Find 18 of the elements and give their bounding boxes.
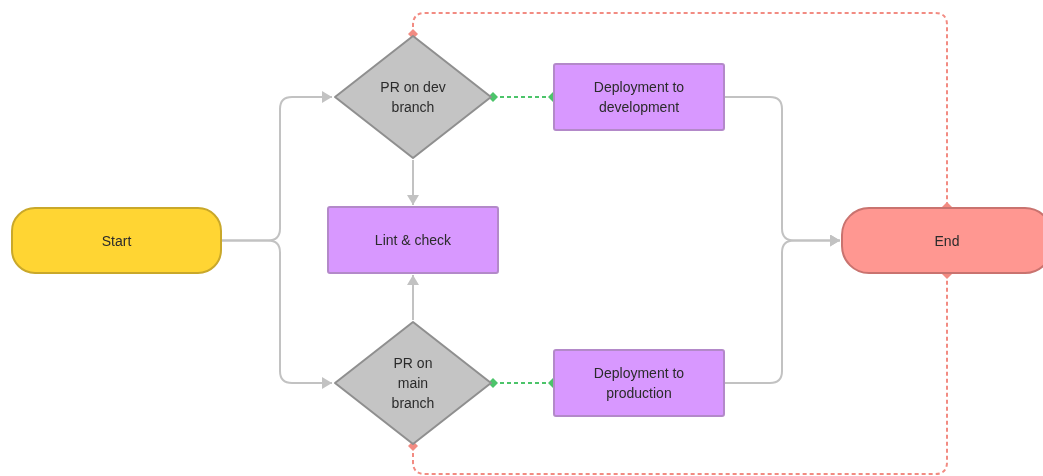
decision-diamond	[333, 34, 493, 160]
node-label: PR on dev branch	[379, 78, 447, 117]
node-label: Deployment to development	[592, 78, 686, 117]
process-box	[553, 349, 725, 417]
arrow	[221, 239, 333, 389]
node-label: Start	[101, 231, 132, 251]
node-label: End	[934, 231, 960, 251]
arrow	[407, 274, 419, 321]
arrow	[407, 159, 419, 206]
start-terminal	[11, 207, 222, 274]
process-box	[327, 206, 499, 274]
node-label: PR on main branch	[390, 354, 436, 413]
end-terminal	[841, 207, 1043, 274]
node-label: Lint & check	[374, 231, 452, 250]
node-label: Deployment to production	[592, 364, 686, 403]
process-box	[553, 63, 725, 131]
decision-diamond	[333, 320, 493, 446]
arrow	[724, 234, 841, 384]
